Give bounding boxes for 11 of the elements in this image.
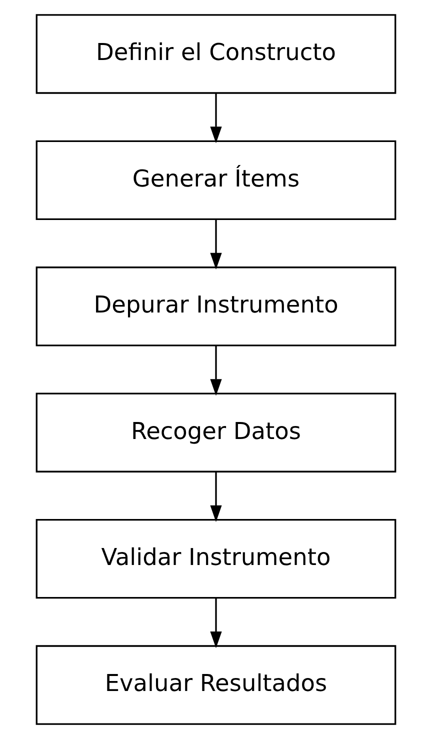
node-box: Depurar Instrumento <box>36 266 396 346</box>
node-box: Definir el Constructo <box>36 14 396 94</box>
arrow <box>210 93 222 144</box>
arrow <box>210 219 222 270</box>
node-box: Validar Instrumento <box>36 518 396 599</box>
node-box: Recoger Datos <box>36 392 396 472</box>
node-box: Generar Ítems <box>36 140 396 220</box>
arrow <box>210 598 222 648</box>
arrow <box>210 472 222 522</box>
arrow <box>210 346 222 396</box>
node-box: Evaluar Resultados <box>36 645 396 725</box>
